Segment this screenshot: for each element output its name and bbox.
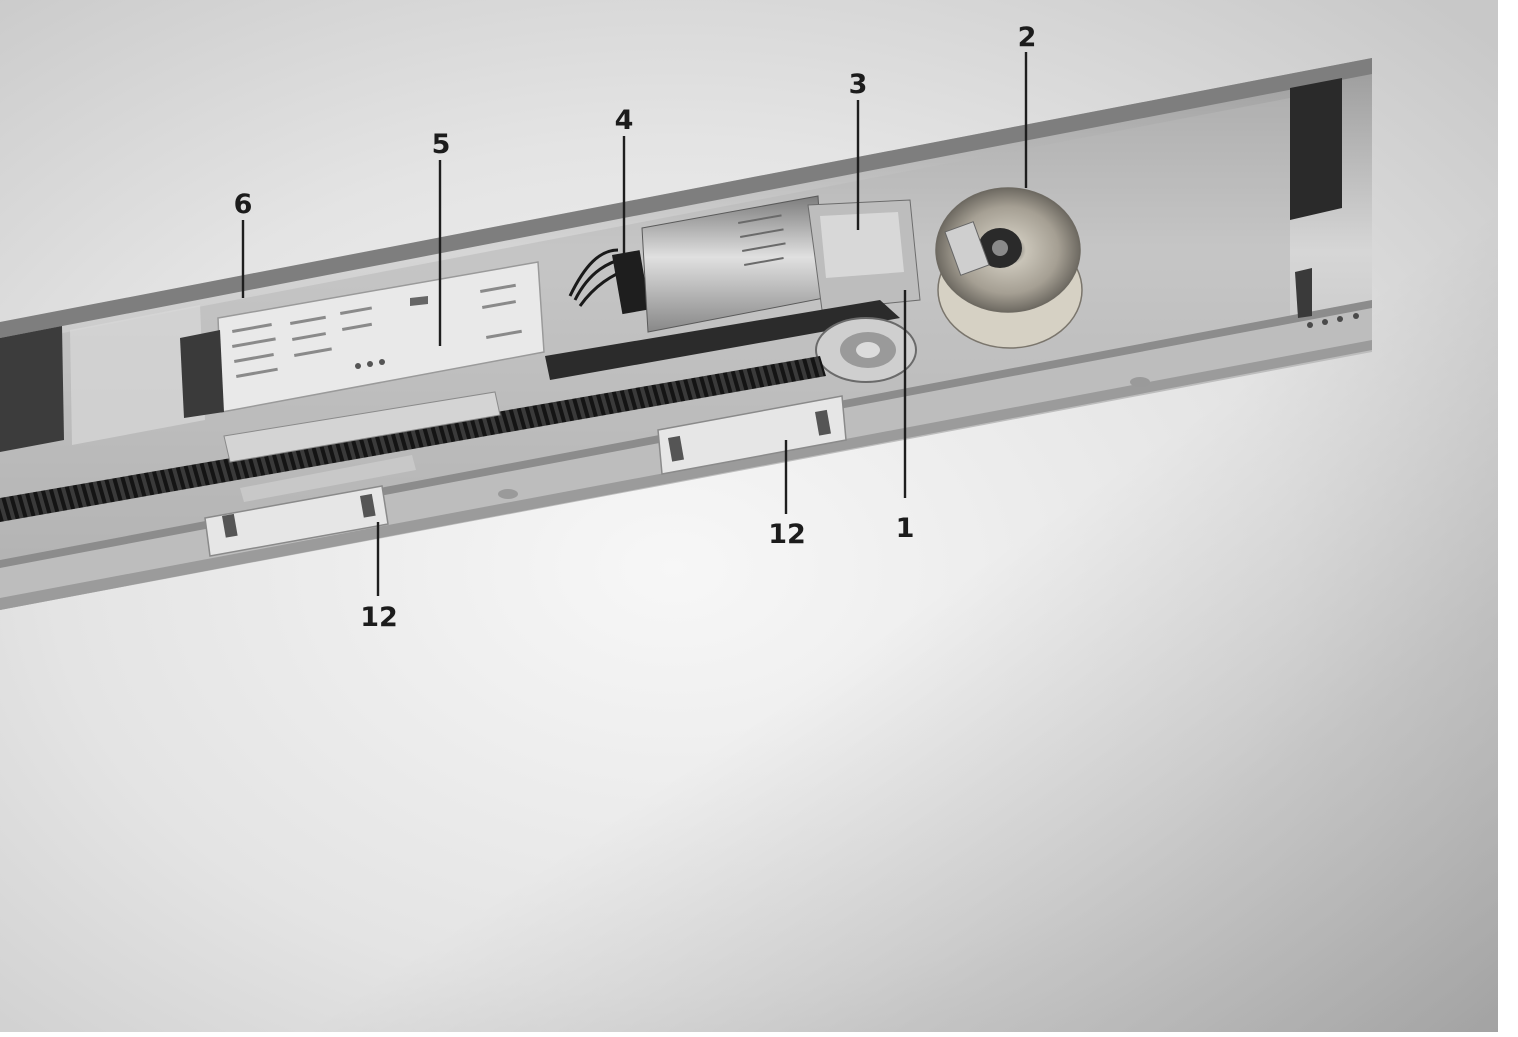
pulley xyxy=(815,317,917,383)
callout-3: 3 xyxy=(849,69,868,100)
carriage-bar xyxy=(223,391,501,463)
transformer xyxy=(935,187,1083,349)
callout-1: 1 xyxy=(896,513,915,544)
carriage-left xyxy=(204,455,416,557)
drive-belt xyxy=(545,300,900,380)
left-bracket xyxy=(0,326,64,452)
callout-2: 2 xyxy=(1018,22,1037,53)
callout-4: 4 xyxy=(615,105,634,136)
toothed-rack xyxy=(0,356,826,522)
callout-12-left: 12 xyxy=(360,602,398,633)
callout-6: 6 xyxy=(234,189,253,220)
motor xyxy=(641,195,921,333)
housing-top-lip xyxy=(0,58,1372,338)
callout-12-right: 12 xyxy=(768,519,806,550)
callout-5: 5 xyxy=(432,129,451,160)
carriage-right xyxy=(657,395,847,475)
end-cap xyxy=(1290,78,1342,220)
control-unit xyxy=(180,261,545,418)
